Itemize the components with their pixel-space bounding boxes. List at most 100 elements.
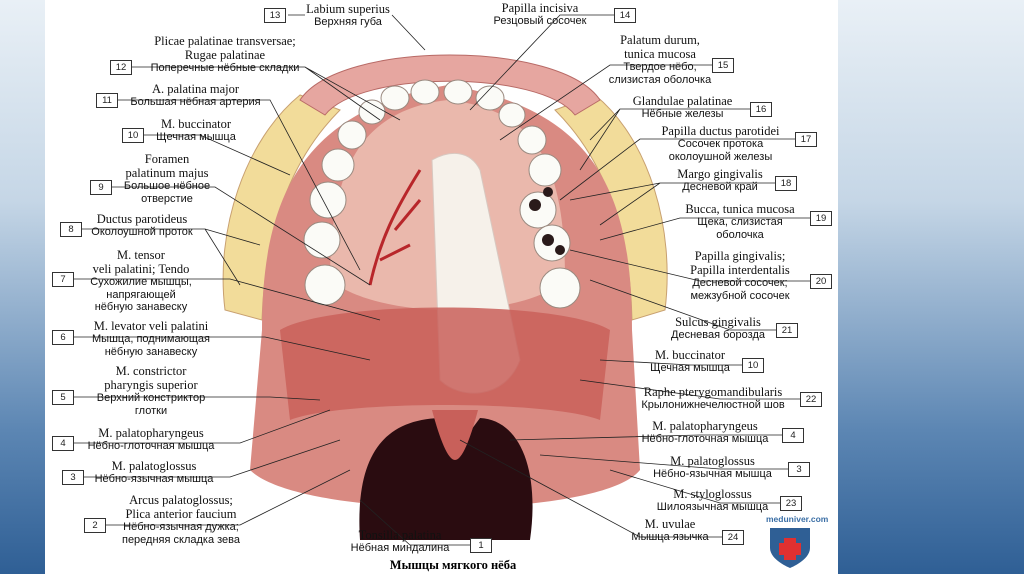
label-number-22: 22 xyxy=(800,392,822,407)
latin: Glandulae palatinae xyxy=(632,94,733,108)
latin: M. uvulae xyxy=(644,517,696,531)
label-papilla-gingivalis: Papilla gingivalis;Papilla interdentalis… xyxy=(675,249,805,302)
latin: Raphe pterygomandibularis xyxy=(643,385,783,399)
russian: Сухожилие мышцы, xyxy=(90,276,192,288)
latin: Ductus parotideus xyxy=(96,212,188,226)
teeth-left xyxy=(303,85,410,306)
pharyngeal-opening xyxy=(359,418,533,540)
latin: M. styloglossus xyxy=(673,487,752,501)
label-number-23: 23 xyxy=(780,496,802,511)
slide-background-right xyxy=(838,0,1024,574)
label-number-4-right: 4 xyxy=(782,428,804,443)
latin: M. buccinator xyxy=(654,348,726,362)
russian: нёбную занавеску xyxy=(94,301,188,313)
label-number-9: 9 xyxy=(90,180,112,195)
label-number-24: 24 xyxy=(722,530,744,545)
russian: Сосочек протока xyxy=(677,138,764,150)
label-number-19: 19 xyxy=(810,211,832,226)
latin: Palatum durum, xyxy=(620,33,700,47)
latin: M. palatopharyngeus xyxy=(652,419,758,433)
russian: Мышца язычка xyxy=(631,531,709,543)
latin: M. buccinator xyxy=(160,117,232,131)
latin: Arcus palatoglossus; xyxy=(129,493,233,507)
upper-lip xyxy=(299,54,601,116)
latin: tunica mucosa xyxy=(624,47,696,61)
latin: palatinum majus xyxy=(125,166,209,180)
label-number-17: 17 xyxy=(795,132,817,147)
label-number-16: 16 xyxy=(750,102,772,117)
russian: слизистая оболочка xyxy=(608,73,712,86)
latin: pharyngis superior xyxy=(104,378,198,392)
latin: M. palatoglossus xyxy=(111,459,197,473)
latin: A. palatina major xyxy=(151,82,240,96)
latin: Plicae palatinae transversae; xyxy=(154,34,296,48)
molar-cavities xyxy=(529,187,565,255)
label-number-10-left: 10 xyxy=(122,128,144,143)
latin: Papilla ductus parotidei xyxy=(661,124,780,138)
label-arcus-palatoglossus: Arcus palatoglossus;Plica anterior fauci… xyxy=(106,493,256,546)
latin: Rugae palatinae xyxy=(184,48,266,62)
russian: отверстие xyxy=(141,192,193,205)
label-number-2: 2 xyxy=(84,518,106,533)
label-number-13: 13 xyxy=(264,8,286,23)
russian: Большое нёбное xyxy=(123,180,211,192)
latin: Sulcus gingivalis xyxy=(675,315,761,329)
latin: M. tensor xyxy=(117,248,165,262)
label-number-8: 8 xyxy=(60,222,82,237)
russian: Крылонижнечелюстной шов xyxy=(641,399,785,411)
latin: M. palatoglossus xyxy=(670,454,755,468)
latin: Papilla incisiva xyxy=(501,1,579,15)
soft-palate-muscles xyxy=(280,307,610,420)
russian: Десневой сосочек; xyxy=(692,277,788,289)
russian: Щека, слизистая xyxy=(697,216,783,228)
russian: Нёбная миндалина xyxy=(350,542,450,554)
russian: Поперечные нёбные складки xyxy=(150,62,300,74)
russian: Десневой край xyxy=(682,181,758,193)
latin: Papilla interdentalis xyxy=(690,263,790,277)
label-number-3-left: 3 xyxy=(62,470,84,485)
label-number-12: 12 xyxy=(110,60,132,75)
latin: Labium superius xyxy=(306,2,390,16)
russian: оболочка xyxy=(716,228,764,241)
russian: Щечная мышца xyxy=(156,131,236,143)
meduniver-shield-logo xyxy=(770,528,810,568)
label-number-21: 21 xyxy=(776,323,798,338)
label-number-20: 20 xyxy=(810,274,832,289)
russian: Верхняя губа xyxy=(314,16,382,28)
label-number-1: 1 xyxy=(470,538,492,553)
label-number-18: 18 xyxy=(775,176,797,191)
label-number-3-right: 3 xyxy=(788,462,810,477)
russian: Нёбно-глоточная мышца xyxy=(641,433,769,445)
russian: Нёбные железы xyxy=(641,108,724,120)
russian: глотки xyxy=(134,404,168,417)
russian: Резцовый сосочек xyxy=(493,15,587,27)
russian: межзубной сосочек xyxy=(690,289,790,302)
latin: Plica anterior faucium xyxy=(125,507,237,521)
russian: Верхний констриктор xyxy=(96,392,206,404)
russian: Шилоязычная мышца xyxy=(656,501,769,513)
russian: передняя складка зева xyxy=(121,533,241,546)
latin: Bucca, tunica mucosa xyxy=(685,202,795,216)
watermark-text: meduniver.com xyxy=(766,514,829,524)
figure-caption: Мышцы мягкого нёба xyxy=(389,558,517,572)
latin: M. palatopharyngeus xyxy=(98,426,204,440)
russian: Нёбно-глоточная мышца xyxy=(87,440,215,452)
russian: напрягающей xyxy=(106,288,176,301)
